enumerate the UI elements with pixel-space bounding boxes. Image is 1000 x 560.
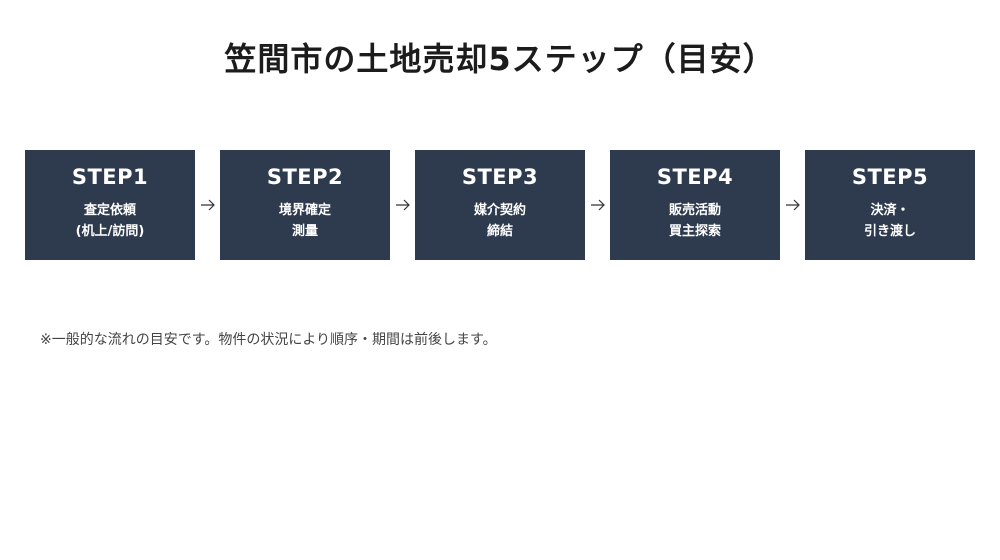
step-5-label: STEP5 bbox=[851, 165, 929, 189]
step-2-box: STEP2 境界確定 測量 bbox=[220, 150, 390, 260]
step-3-description: 媒介契約 締結 bbox=[474, 200, 526, 242]
footnote: ※一般的な流れの目安です。物件の状況により順序・期間は前後します。 bbox=[40, 332, 497, 348]
step-1-description: 査定依頼 (机上/訪問) bbox=[76, 200, 145, 242]
step-2-description: 境界確定 測量 bbox=[279, 200, 331, 242]
step-4-label: STEP4 bbox=[656, 165, 734, 189]
arrow-right-icon bbox=[780, 150, 805, 260]
arrow-right-icon bbox=[195, 150, 220, 260]
step-3-line-2: 締結 bbox=[486, 224, 513, 239]
step-3-box: STEP3 媒介契約 締結 bbox=[415, 150, 585, 260]
arrow-right-icon bbox=[585, 150, 610, 260]
page-title: 笠間市の土地売却5ステップ（目安） bbox=[224, 40, 776, 79]
step-1-box: STEP1 査定依頼 (机上/訪問) bbox=[25, 150, 195, 260]
step-5-line-2: 引き渡し bbox=[863, 224, 916, 239]
step-1-label: STEP1 bbox=[71, 165, 149, 189]
step-2-label: STEP2 bbox=[266, 165, 344, 189]
steps-flow: STEP1 査定依頼 (机上/訪問) STEP2 境界確定 測量 STEP3 媒… bbox=[25, 150, 975, 260]
step-1-line-1: 査定依頼 bbox=[83, 203, 136, 218]
step-5-description: 決済・ 引き渡し bbox=[864, 200, 916, 242]
step-5-box: STEP5 決済・ 引き渡し bbox=[805, 150, 975, 260]
step-2-line-2: 測量 bbox=[291, 224, 318, 239]
step-4-line-2: 買主探索 bbox=[668, 224, 721, 239]
step-4-line-1: 販売活動 bbox=[668, 203, 721, 218]
arrow-right-icon bbox=[390, 150, 415, 260]
step-4-description: 販売活動 買主探索 bbox=[669, 200, 721, 242]
step-1-line-2: (机上/訪問) bbox=[75, 224, 145, 239]
step-4-box: STEP4 販売活動 買主探索 bbox=[610, 150, 780, 260]
step-3-line-1: 媒介契約 bbox=[473, 203, 526, 218]
step-2-line-1: 境界確定 bbox=[278, 203, 331, 218]
step-3-label: STEP3 bbox=[461, 165, 539, 189]
step-5-line-1: 決済・ bbox=[870, 203, 910, 218]
